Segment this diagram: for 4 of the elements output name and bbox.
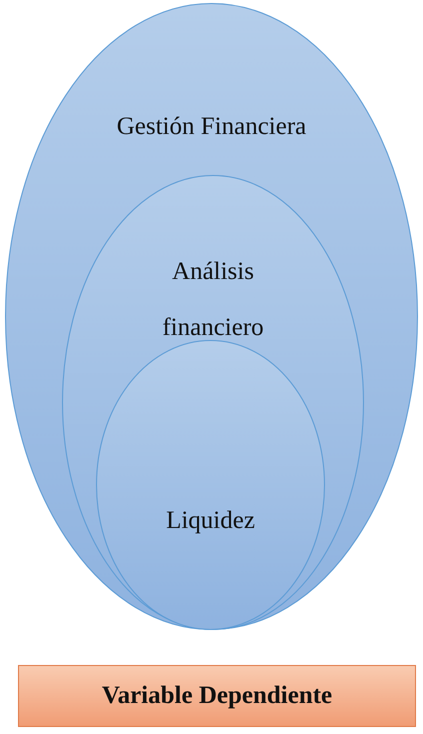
ellipse-label: Gestión Financiera	[116, 112, 308, 142]
ellipse-label: Liquidez	[165, 506, 256, 536]
ellipse-label: Análisis financiero	[161, 257, 265, 343]
title-banner: Variable Dependiente	[18, 665, 416, 727]
